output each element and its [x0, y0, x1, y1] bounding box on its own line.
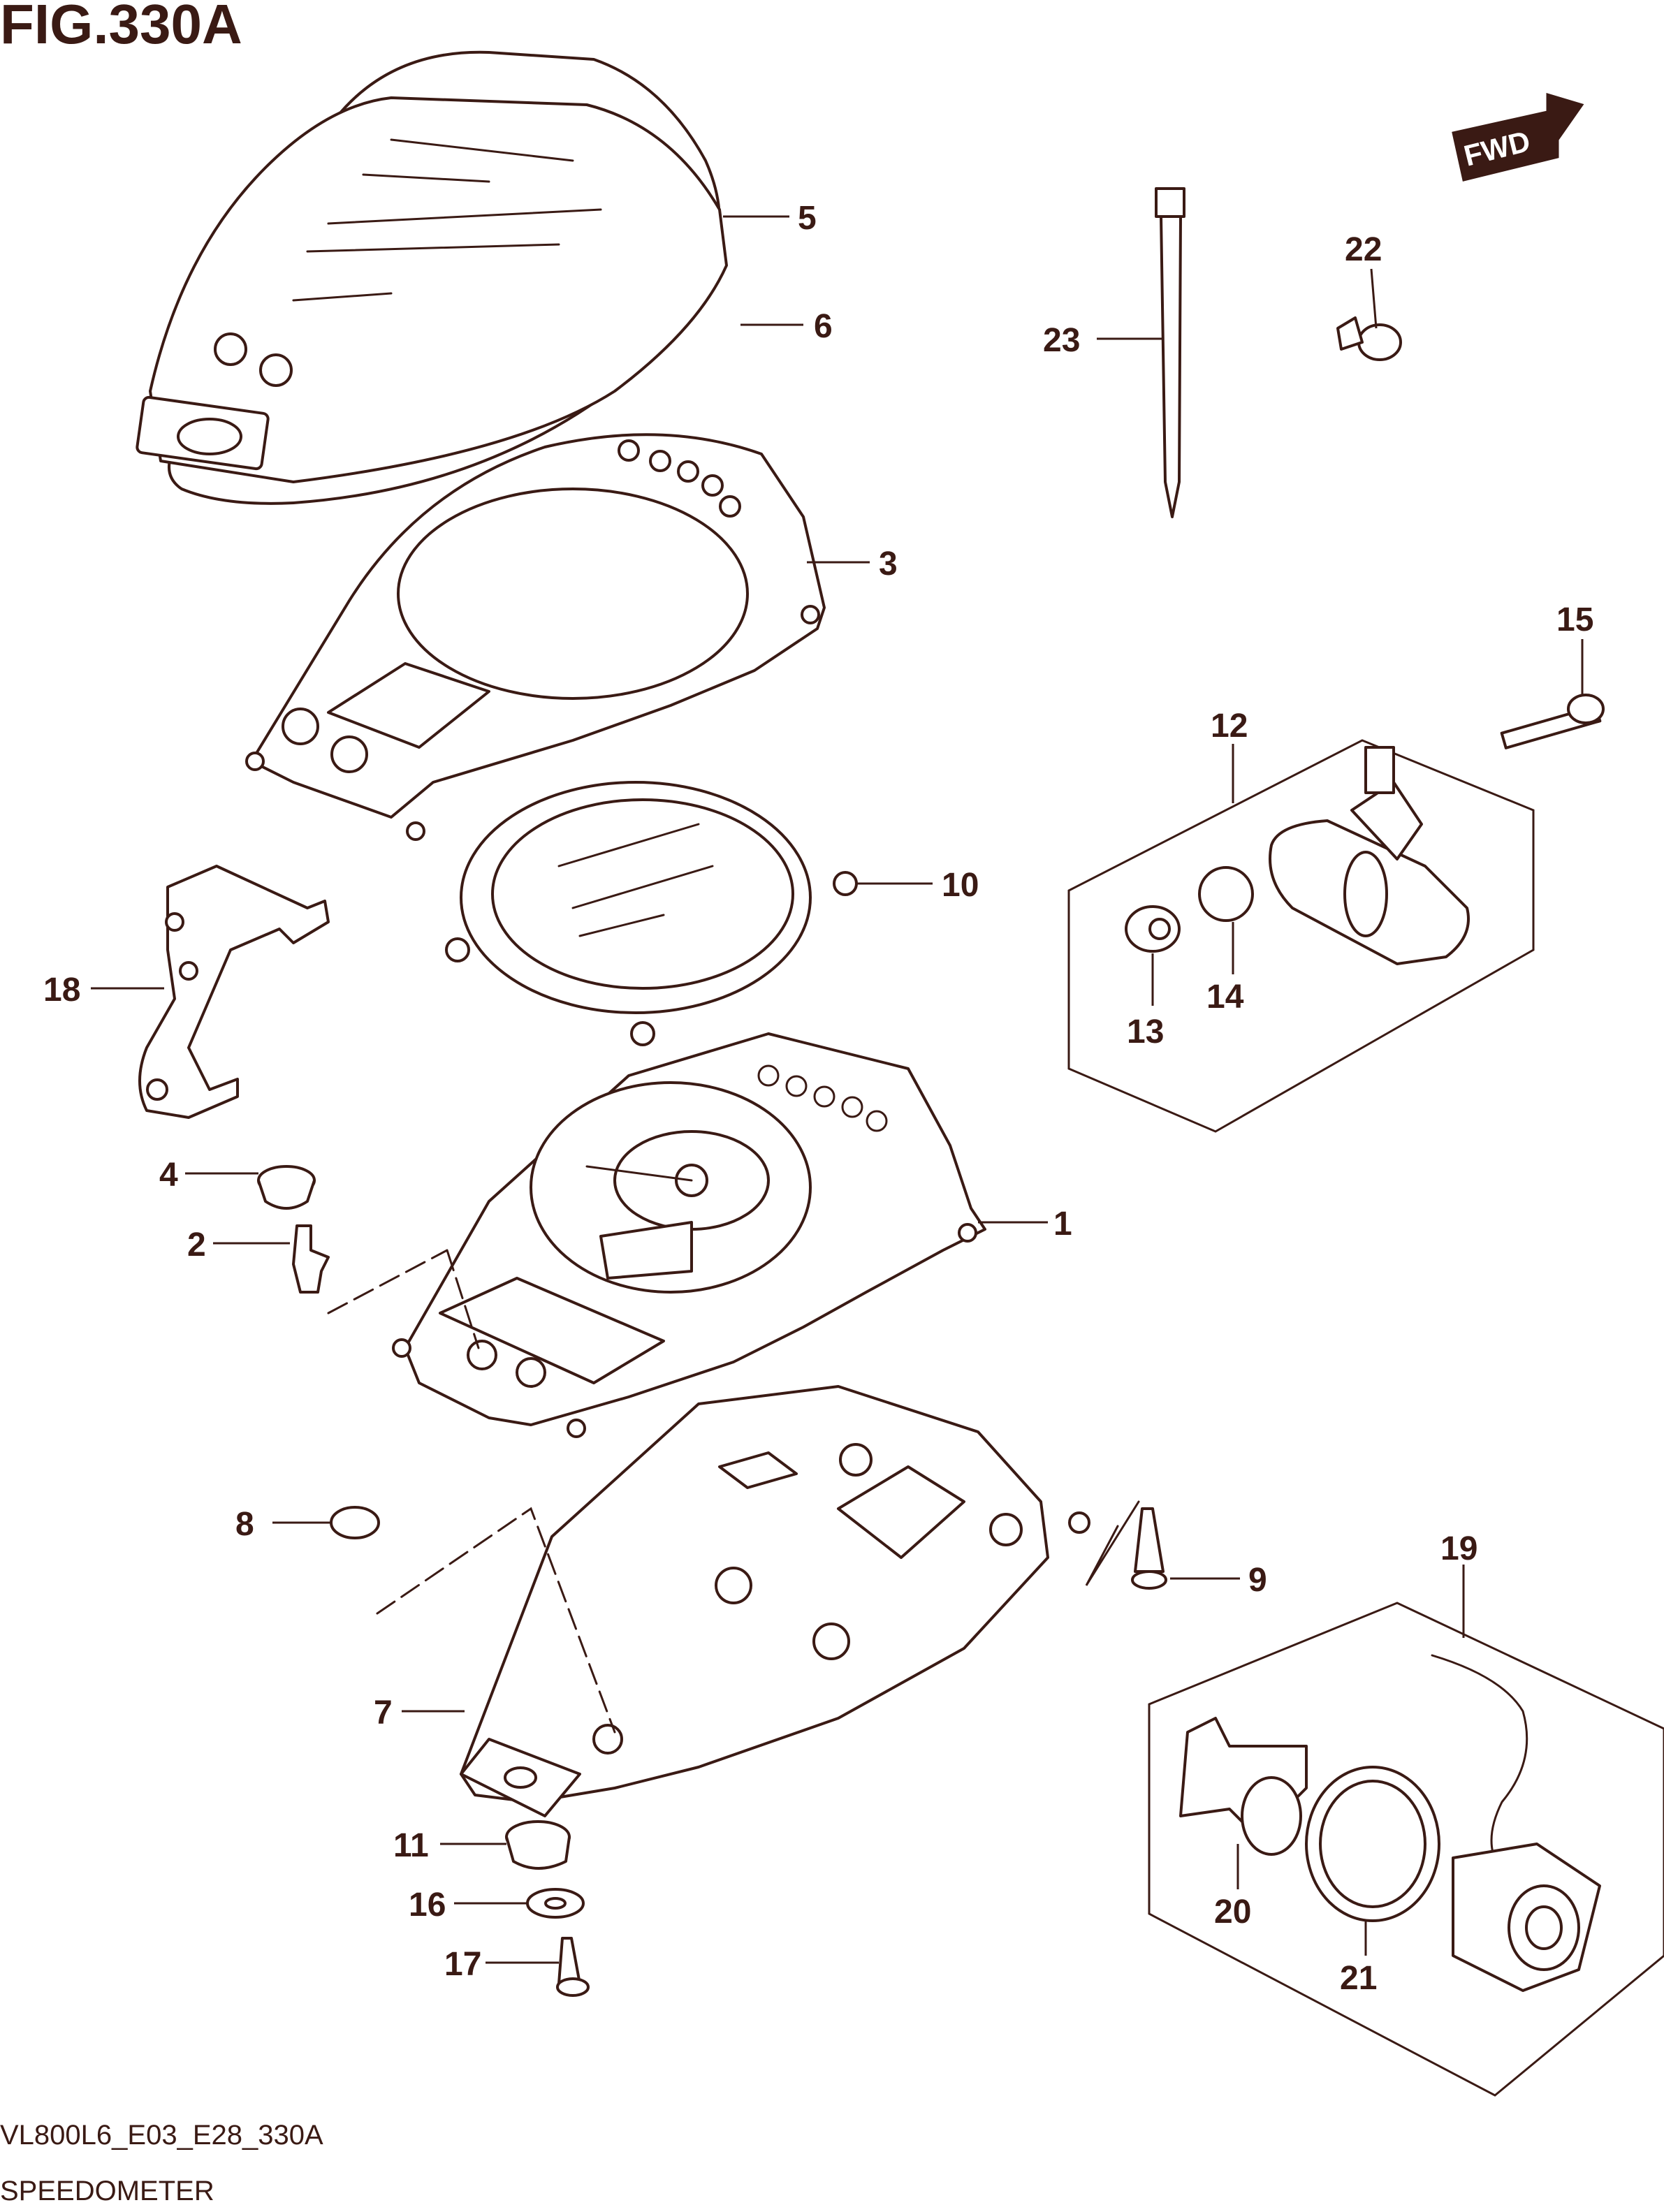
callout-20: 20 — [1214, 1894, 1251, 1931]
model-code: VL800L6_E03_E28_330A — [0, 2120, 323, 2151]
grommet-11-part — [505, 1820, 571, 1870]
callout-13: 13 — [1127, 1013, 1164, 1050]
section-name: SPEEDOMETER — [0, 2176, 214, 2206]
socket-box — [1148, 1602, 1664, 2097]
callout-1: 1 — [1053, 1206, 1072, 1243]
callout-4: 4 — [159, 1157, 178, 1194]
meter-cover-part — [136, 50, 728, 505]
callout-18: 18 — [43, 972, 80, 1009]
callout-14: 14 — [1206, 979, 1244, 1016]
screw-17-part — [556, 1937, 590, 1997]
callout-22: 22 — [1345, 231, 1382, 268]
speedometer-assembly-part — [327, 1032, 986, 1438]
callout-16: 16 — [409, 1887, 446, 1924]
callout-15: 15 — [1556, 601, 1593, 638]
callout-10: 10 — [942, 867, 979, 904]
clamp-22-part — [1336, 316, 1402, 361]
callout-21: 21 — [1340, 1960, 1377, 1997]
callout-5: 5 — [798, 200, 817, 237]
screw-9-part — [1085, 1500, 1167, 1590]
meter-case-lower-part — [376, 1385, 1090, 1817]
callout-3: 3 — [879, 545, 898, 583]
callout-2: 2 — [187, 1226, 206, 1264]
callout-6: 6 — [814, 308, 833, 345]
collar-2-part — [292, 1224, 330, 1294]
callout-12: 12 — [1211, 708, 1248, 745]
bolt-15-part — [1500, 694, 1605, 749]
callout-7: 7 — [374, 1694, 393, 1731]
leader-lines — [91, 215, 1584, 1964]
fwd-arrow-icon: FWD — [1452, 92, 1584, 182]
callout-9: 9 — [1248, 1562, 1267, 1599]
callout-19: 19 — [1440, 1530, 1477, 1567]
lens-ring-part — [445, 781, 858, 1046]
meter-case-upper-part — [245, 433, 826, 841]
callout-23: 23 — [1043, 322, 1080, 359]
grommet-4-part — [257, 1165, 316, 1210]
figure-title: FIG.330A — [0, 0, 242, 55]
callout-labels: 5 6 3 10 1 18 4 2 8 9 7 11 16 17 23 22 1… — [43, 200, 1593, 1997]
callout-8: 8 — [235, 1506, 254, 1543]
cap-8-part — [330, 1506, 380, 1539]
bracket-part — [138, 865, 330, 1119]
cable-tie-23-part — [1155, 187, 1185, 518]
callout-11: 11 — [393, 1827, 429, 1864]
meter-light-box — [1067, 739, 1535, 1133]
callout-17: 17 — [444, 1946, 481, 1983]
washer-16-part — [526, 1888, 585, 1919]
